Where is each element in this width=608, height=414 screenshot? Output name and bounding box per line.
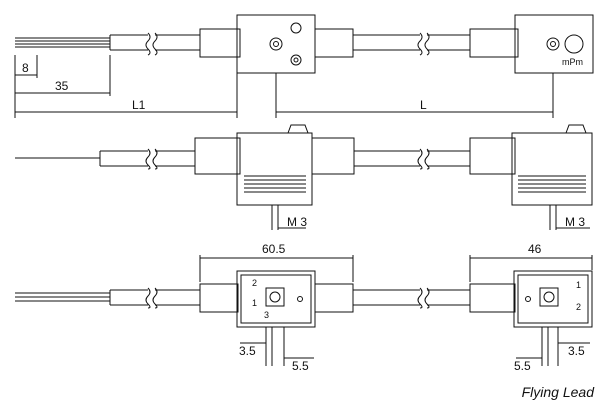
pin-label: 1	[576, 280, 581, 290]
dim-width-left: 60.5	[262, 242, 286, 256]
pin-label: 3	[264, 310, 269, 320]
caption: Flying Lead	[521, 384, 594, 400]
dim-right-a: 5.5	[514, 359, 531, 373]
led-circle	[290, 54, 302, 66]
top-view	[14, 14, 594, 118]
front-view	[15, 255, 593, 366]
dim-thread-left: M 3	[287, 215, 307, 229]
dim-right-b: 3.5	[568, 344, 585, 358]
dim-width-right: 46	[528, 242, 542, 256]
pin-label: 1	[252, 298, 257, 308]
dim-35: 35	[55, 79, 69, 93]
screw-circle	[269, 37, 283, 51]
dim-left-a: 3.5	[239, 344, 256, 358]
dim-left-b: 5.5	[292, 359, 309, 373]
dim-8: 8	[22, 61, 29, 75]
brand-mark: mPm	[562, 57, 583, 67]
pin-label: 2	[252, 278, 257, 288]
dim-thread-right: M 3	[565, 215, 585, 229]
dim-L: L	[420, 98, 427, 112]
side-view	[15, 124, 593, 230]
pin-label: 2	[576, 302, 581, 312]
dim-L1: L1	[132, 98, 146, 112]
